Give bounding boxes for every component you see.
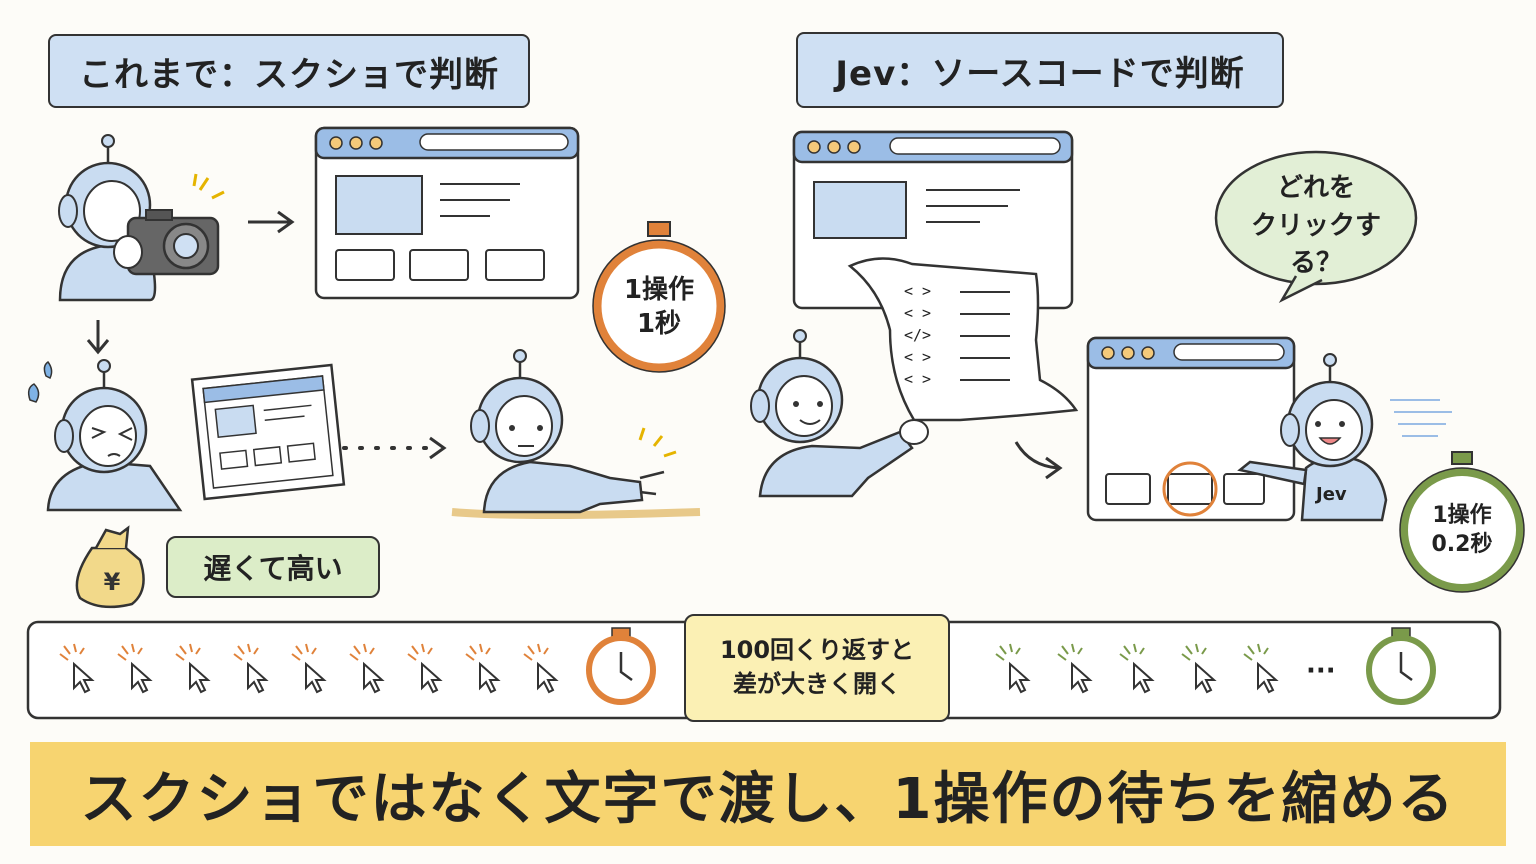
- arrow-right: [248, 210, 295, 234]
- click-cursor-icon: [175, 643, 209, 693]
- left-timer-text: 1操作 1秒: [607, 274, 711, 342]
- ellipsis: ···: [1306, 656, 1336, 686]
- speech-bubble: [1214, 150, 1418, 303]
- code-line: < >: [904, 304, 932, 322]
- right-timer-line1: 1操作: [1432, 503, 1492, 528]
- illustration-layer: ¥: [26, 126, 1525, 720]
- click-cursor-icon: [117, 643, 151, 693]
- bubble-line2: クリックする？: [1250, 210, 1381, 279]
- click-cursor-icon: [349, 643, 383, 693]
- robot-presenting: [749, 328, 929, 498]
- arrow-curve: [1014, 441, 1063, 480]
- click-cursor-icon: [1119, 643, 1153, 693]
- slow-click-row: [59, 643, 557, 693]
- robot-camera: [57, 133, 225, 302]
- click-cursor-icon: [407, 643, 441, 693]
- bubble-line1: どれを: [1276, 173, 1355, 203]
- code-line: < >: [904, 370, 932, 388]
- comparison-line1: 100回くり返すと: [719, 636, 915, 665]
- stopwatch-small-orange: [586, 627, 656, 705]
- click-cursor-icon: [1181, 643, 1215, 693]
- browser-window-left: [314, 126, 580, 300]
- svg-text:¥: ¥: [104, 568, 121, 596]
- code-line: </>: [904, 326, 932, 344]
- fast-click-row: [995, 643, 1277, 693]
- speech-bubble-text: どれを クリックする？: [1226, 170, 1406, 283]
- browser-window-right-bottom: [1086, 336, 1296, 522]
- right-heading: Jev：ソースコードで判断: [796, 32, 1284, 108]
- click-cursor-icon: [59, 643, 93, 693]
- robot-jev: [1237, 352, 1452, 522]
- code-paper: [847, 257, 1079, 422]
- right-timer-line2: 0.2秒: [1431, 531, 1493, 557]
- click-cursor-icon: [1057, 643, 1091, 693]
- left-heading: これまで：スクショで判断: [48, 34, 530, 108]
- click-cursor-icon: [523, 643, 557, 693]
- money-bag-icon: ¥: [75, 525, 145, 609]
- left-timer-line2: 1秒: [636, 308, 682, 339]
- click-cursor-icon: [1243, 643, 1277, 693]
- jev-robot-label: Jev: [1316, 484, 1347, 505]
- stopwatch-orange: [592, 221, 726, 373]
- click-cursor-icon: [233, 643, 267, 693]
- stopwatch-small-green: [1366, 627, 1436, 705]
- robot-pointing: [451, 348, 701, 519]
- code-line: < >: [904, 282, 932, 300]
- cost-label: 遅くて高い: [166, 536, 380, 598]
- code-lines: < > < > </> < > < >: [904, 280, 931, 390]
- click-cursor-icon: [291, 643, 325, 693]
- code-line: < >: [904, 348, 932, 366]
- arrow-down: [86, 320, 110, 355]
- comparison-note: 100回くり返すと 差が大きく開く: [684, 614, 950, 722]
- comparison-line2: 差が大きく開く: [733, 670, 901, 698]
- click-cursor-icon: [995, 643, 1029, 693]
- bottom-banner: スクショではなく文字で渡し、1操作の待ちを縮める: [30, 742, 1506, 846]
- right-timer-text: 1操作 0.2秒: [1414, 502, 1510, 559]
- stopwatch-green: [1399, 451, 1525, 593]
- click-cursor-icon: [465, 643, 499, 693]
- robot-confused: [27, 358, 346, 512]
- left-timer-line1: 1操作: [623, 275, 695, 305]
